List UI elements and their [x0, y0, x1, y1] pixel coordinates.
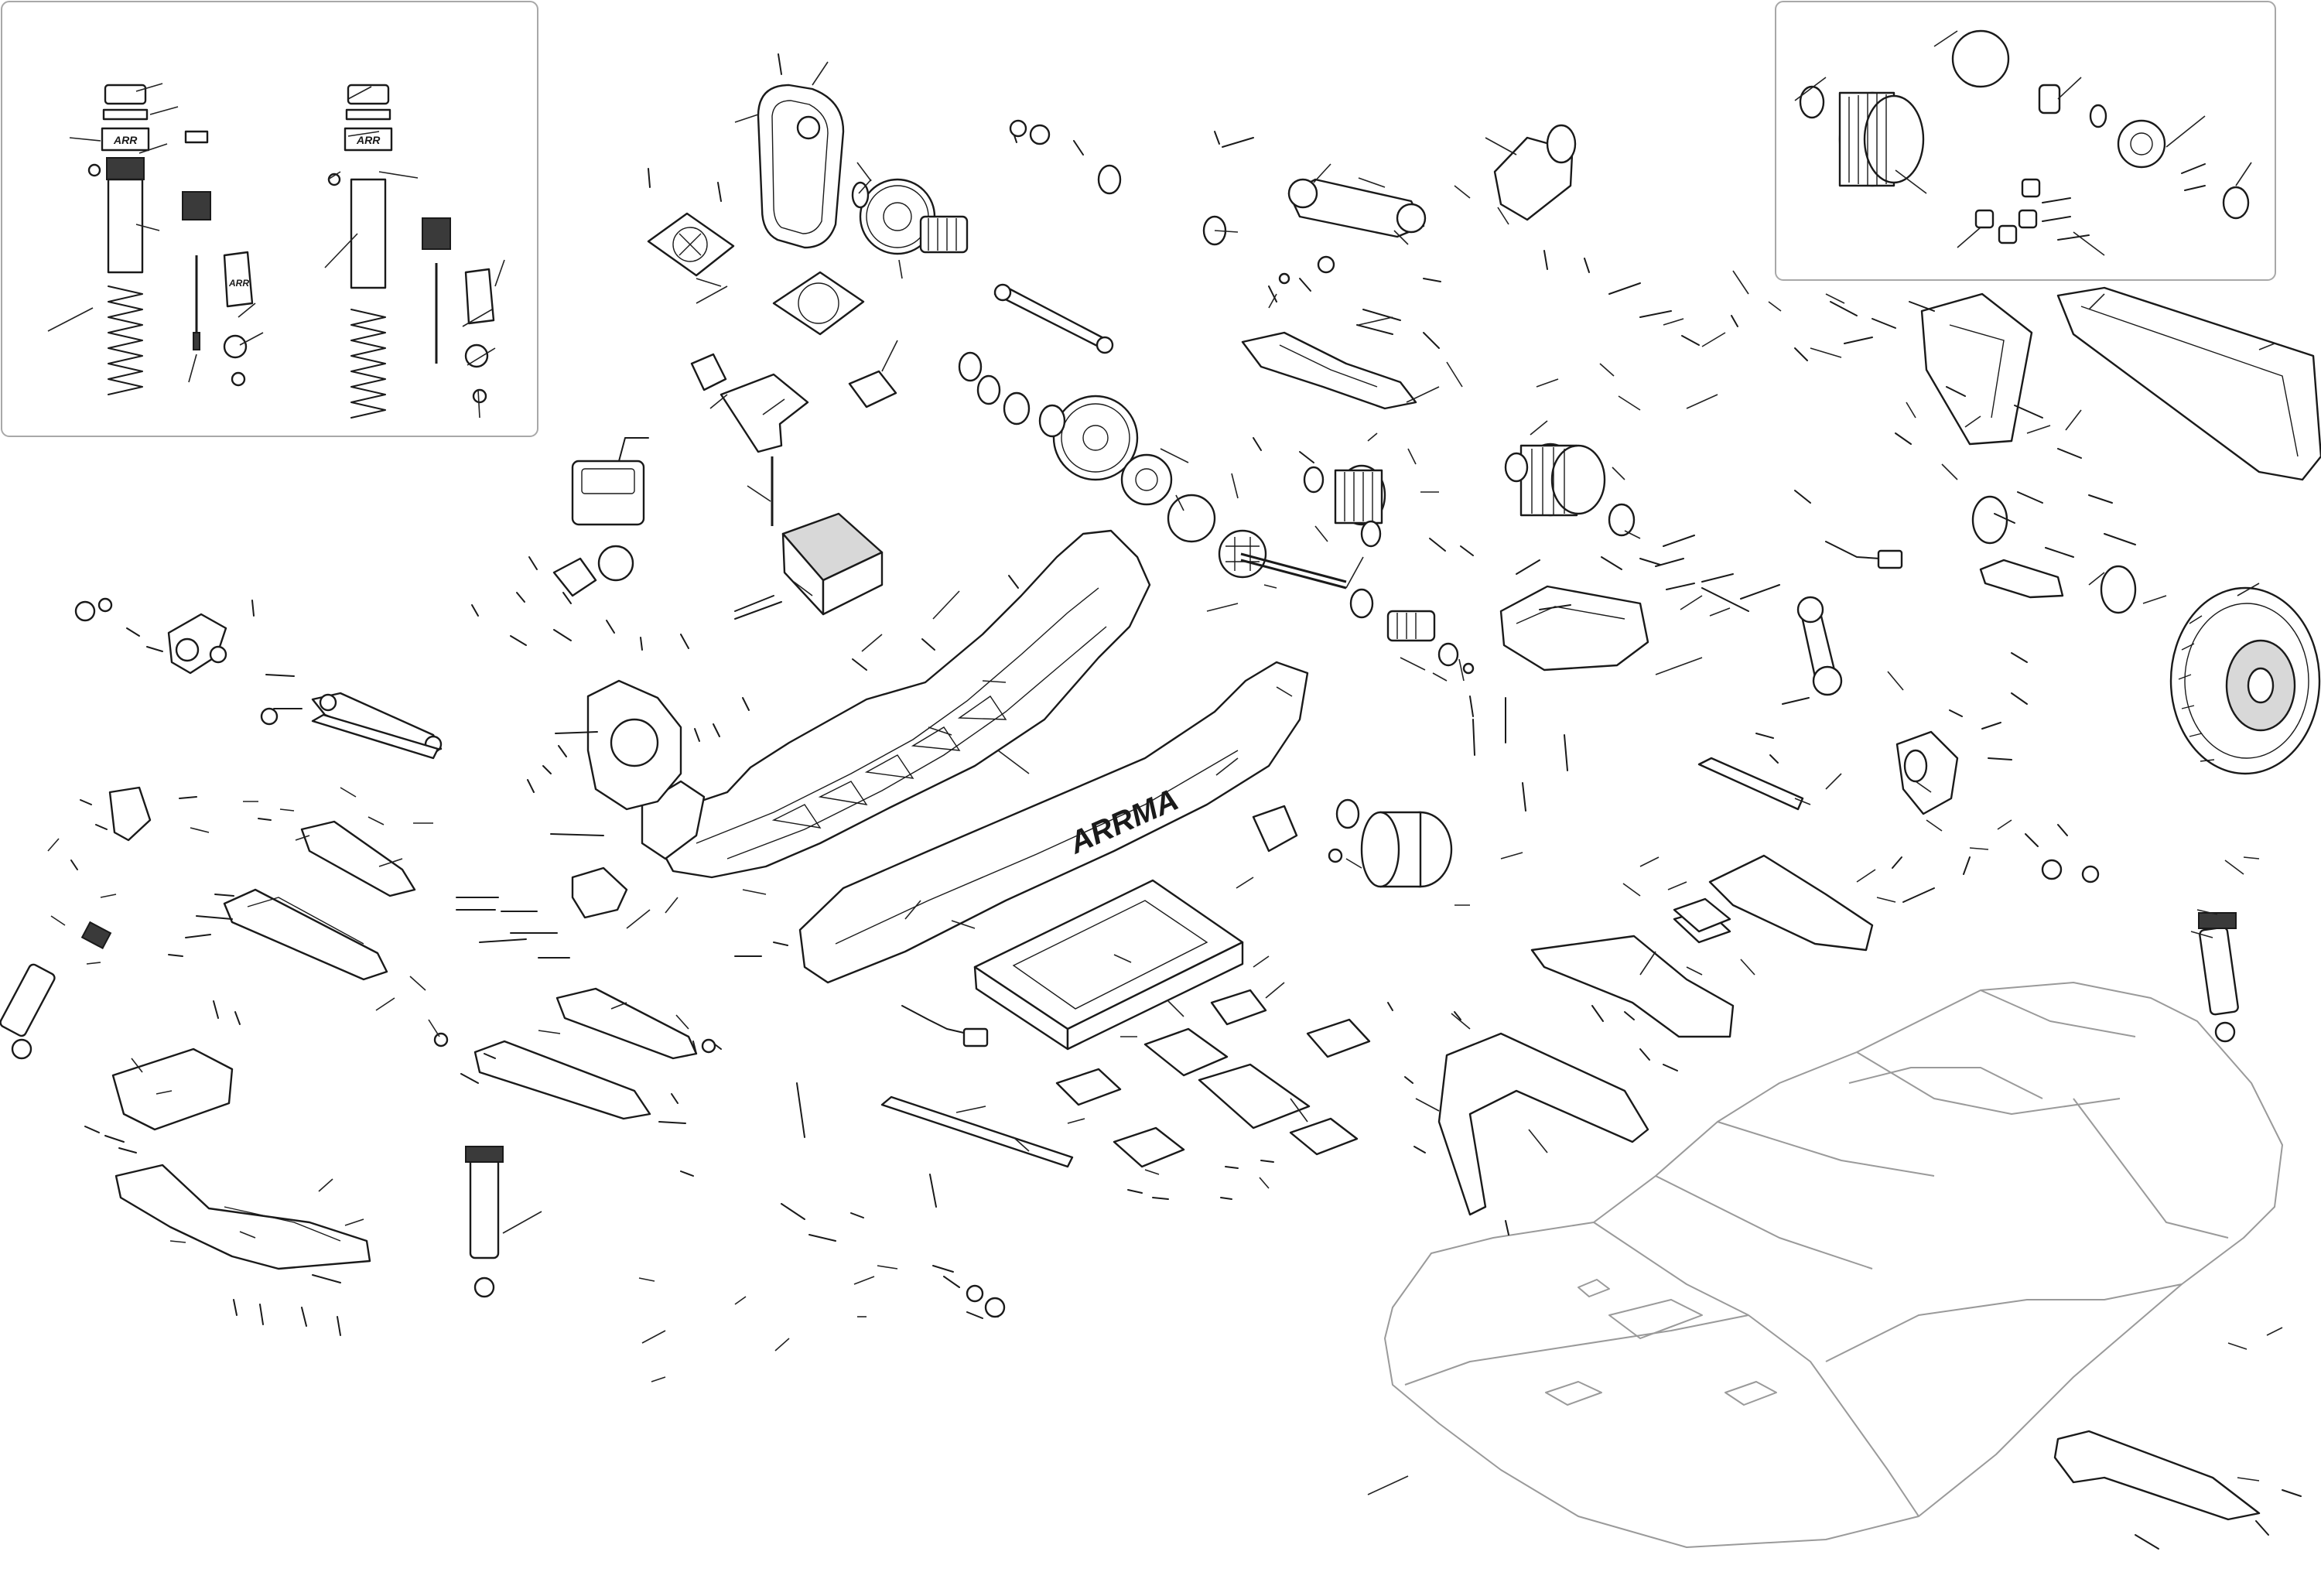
rear-hub-carrier	[1920, 292, 2033, 446]
rear-shock-right	[2198, 912, 2239, 1043]
diff-outdrive	[2038, 84, 2061, 114]
receiver-box	[571, 437, 649, 526]
shock-ball	[231, 371, 246, 387]
shock-boot-logo: ARR	[228, 278, 249, 289]
differential-inset	[1775, 1, 2276, 281]
diff-gasket	[1951, 29, 2010, 88]
body-outline	[1384, 982, 2283, 1548]
diff-bearing	[1799, 85, 1825, 119]
steering-turnbuckle-1	[311, 713, 439, 760]
rear-lower-arm-left-2	[473, 1040, 651, 1120]
bumper-brace	[571, 866, 628, 919]
main-driveshaft	[1240, 552, 1347, 590]
body-shell	[1384, 982, 2283, 1548]
diff-ring-gear	[2117, 119, 2166, 169]
rear-lower-arm-left	[555, 987, 698, 1060]
slipper-plate	[1167, 494, 1216, 543]
cooling-fan-1	[647, 212, 735, 277]
shock-cap-top	[101, 127, 150, 152]
tire-tread	[2178, 615, 2215, 762]
shock-tower-front	[1241, 331, 1417, 410]
center-cvd-shaft	[1287, 178, 1427, 238]
shock-exploded-left: ARR ARR	[87, 84, 254, 395]
motor-pinion-cvd	[1493, 124, 1577, 221]
cooling-fan-2	[772, 271, 865, 336]
main-spur-gear	[1052, 395, 1139, 481]
main-chassis-assembly	[586, 529, 1151, 879]
shock-oring	[102, 108, 149, 121]
hardware-nuts	[74, 119, 2100, 1318]
leader-lines	[47, 61, 2283, 1495]
shock-spring	[108, 285, 143, 395]
rear-shock-left	[465, 1146, 504, 1298]
front-lower-arm-left	[300, 820, 416, 897]
front-cvd-shaft	[1796, 596, 1843, 696]
rear-hub-right	[1895, 730, 1959, 815]
shock-assembly-inset: ARR ARR ARR	[1, 1, 538, 437]
gear-cover	[757, 84, 845, 249]
esc-unit	[734, 512, 884, 620]
rear-wing-mount	[1437, 1032, 1649, 1216]
steering-turnbuckle-2	[880, 1095, 1074, 1168]
hood-vent	[1608, 1299, 1703, 1339]
shock-cap-logo-right: ARR	[356, 134, 381, 146]
shock-shim	[184, 130, 209, 144]
steering-servo-horn	[552, 545, 634, 597]
foam-pads	[1055, 897, 1731, 1168]
rear-chassis-brace	[1530, 935, 1735, 1038]
shock-rod-end	[223, 334, 248, 359]
shock-oring-small	[87, 163, 101, 177]
rear-gearbox-housing	[1499, 585, 1649, 672]
diff-spider-gears	[1974, 178, 2041, 244]
motor-mount-plate	[1252, 805, 1298, 853]
shock-cap	[104, 84, 147, 105]
front-lower-arm-left-2	[223, 888, 388, 981]
shock-piston	[182, 191, 211, 220]
slipper-pad	[1120, 453, 1173, 506]
front-skid-plate	[115, 1164, 371, 1270]
rear-diff-drum	[1504, 443, 1636, 537]
wiring-harness	[901, 541, 1903, 1047]
shock-cap-logo: ARR	[113, 134, 138, 146]
shock-boot	[223, 251, 254, 308]
shock-body	[107, 178, 144, 274]
battery-tray	[973, 879, 1244, 1051]
shock-inset-frame	[1, 1, 538, 437]
diff-pins	[2042, 163, 2206, 241]
chassis-lattice	[771, 695, 1007, 829]
servo-mount-block	[848, 370, 897, 408]
front-bumper-left	[111, 1047, 234, 1131]
outdrive-cup	[1386, 610, 1436, 642]
diff-bearing-right	[2222, 186, 2250, 220]
diff-case	[1838, 91, 1925, 187]
camber-link	[993, 283, 1114, 354]
center-diff-drum	[1334, 464, 1386, 526]
chassis-lower-frame	[653, 529, 1151, 879]
rear-body-mount	[2056, 286, 2321, 481]
body-wing-right	[2053, 1430, 2261, 1521]
rear-upper-arm-right	[1697, 757, 1804, 811]
shock-collar	[106, 157, 145, 180]
spur-gear	[851, 178, 969, 255]
hardware-screws	[70, 53, 2302, 1550]
front-tire-small	[1971, 495, 2137, 614]
diff-inset-frame	[1775, 1, 2276, 281]
rear-lower-arm-right	[1708, 854, 1874, 952]
diff-leader-lines	[1794, 30, 2252, 256]
front-hub-carrier	[167, 613, 227, 675]
chassis-brace-rods	[1979, 559, 2064, 599]
bearing-set	[958, 164, 1459, 667]
chassis-side-plate: ARRMA	[798, 661, 1309, 984]
front-shock-left	[0, 921, 112, 1060]
electric-motor	[1335, 798, 1453, 888]
steering-knuckle	[108, 786, 152, 842]
rear-wheel-tire	[2169, 586, 2321, 775]
servo-saver-small	[690, 353, 727, 391]
